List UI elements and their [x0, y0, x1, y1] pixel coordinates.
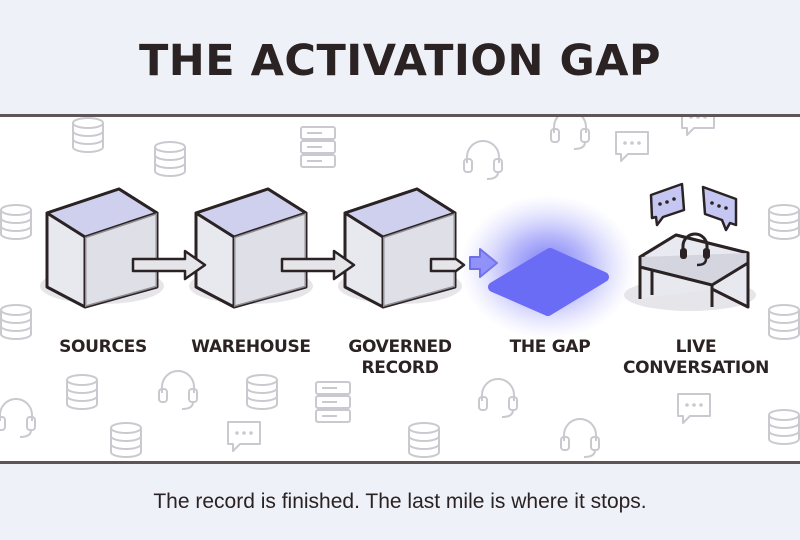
- database-icon: [246, 374, 278, 410]
- header-band: THE ACTIVATION GAP: [0, 0, 800, 117]
- headset-icon: [550, 117, 590, 150]
- glowing-gap-tile-icon: [460, 195, 636, 339]
- database-icon: [768, 304, 800, 340]
- chat-bubble-icon: [615, 131, 649, 162]
- warehouse-cube-icon: [187, 187, 315, 309]
- database-icon: [66, 374, 98, 410]
- desk-with-headset-icon: [624, 182, 756, 311]
- headset-icon: [158, 370, 198, 410]
- database-icon: [0, 204, 32, 240]
- database-icon: [768, 204, 800, 240]
- database-icon: [768, 409, 800, 445]
- database-icon: [154, 141, 186, 177]
- stage-label-sources: SOURCES: [59, 337, 147, 357]
- sources-cube-icon: [38, 187, 166, 309]
- headset-icon: [478, 378, 518, 418]
- database-icon: [0, 304, 32, 340]
- database-icon: [110, 422, 142, 458]
- database-icon: [72, 117, 104, 153]
- chat-bubble-icon: [227, 421, 261, 452]
- governed-record-cube-icon: [336, 187, 464, 309]
- server-rack-icon: [300, 126, 336, 168]
- database-icon: [408, 422, 440, 458]
- stage-label-warehouse: WAREHOUSE: [191, 337, 311, 357]
- caption: The record is finished. The last mile is…: [153, 490, 647, 513]
- headset-icon: [560, 418, 600, 458]
- stage-label-the-gap: THE GAP: [509, 337, 591, 357]
- headset-icon: [463, 140, 503, 180]
- headset-icon: [0, 398, 36, 438]
- chat-bubble-icon: [681, 117, 715, 136]
- chat-bubble-icon: [677, 393, 711, 424]
- headset-icon: [680, 232, 710, 267]
- chat-bubble-icon: [649, 182, 686, 227]
- chat-bubble-icon: [701, 185, 738, 232]
- page-title: THE ACTIVATION GAP: [138, 36, 662, 86]
- footer-band: The record is finished. The last mile is…: [0, 461, 800, 540]
- activation-gap-diagram: [0, 117, 800, 458]
- server-rack-icon: [315, 381, 351, 423]
